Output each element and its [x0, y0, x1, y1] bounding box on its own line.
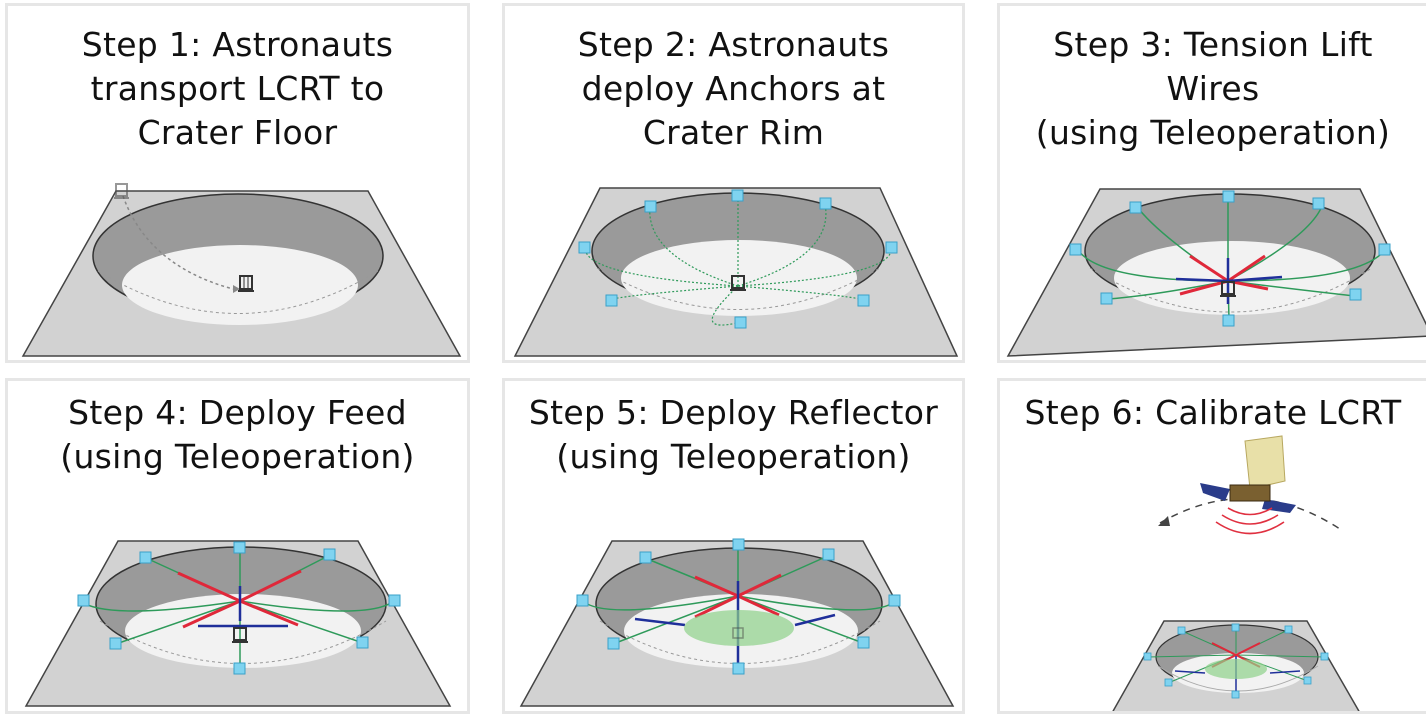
anchor-icon	[819, 197, 832, 210]
lcrt-lander-icon	[232, 627, 248, 643]
anchor-icon	[1284, 625, 1293, 634]
step-2-title-line-1: Step 2: Astronauts	[577, 25, 890, 64]
step-1-panel: Step 1: Astronauts transport LCRT to Cra…	[5, 3, 470, 363]
anchor-icon	[356, 636, 369, 649]
anchor-icon	[822, 548, 835, 561]
anchor-markers	[576, 538, 901, 675]
step-5-panel: Step 5: Deploy Reflector (using Teleoper…	[502, 378, 965, 714]
anchor-icon	[578, 241, 591, 254]
lift-wires	[1077, 199, 1386, 320]
anchor-icon	[885, 241, 898, 254]
anchor-icon	[233, 662, 246, 675]
step-1-title-line-1: Step 1: Astronauts	[81, 25, 394, 64]
step-2-title: Step 2: Astronauts deploy Anchors at Cra…	[505, 23, 962, 155]
step-3-title-line-3: (using Teleoperation)	[1035, 113, 1391, 152]
signal-waves-icon	[1215, 507, 1285, 535]
anchor-icon	[1129, 201, 1142, 214]
step-1-title-line-3: Crater Floor	[137, 113, 338, 152]
anchor-icon	[1222, 314, 1235, 327]
anchor-markers	[1069, 190, 1391, 327]
anchor-icon	[639, 551, 652, 564]
step-1-crater-diagram	[21, 183, 462, 357]
anchor-icon	[1378, 243, 1391, 256]
anchor-icon	[607, 637, 620, 650]
anchor-icon	[644, 200, 657, 213]
anchor-icon	[1069, 243, 1082, 256]
step-3-panel: Step 3: Tension Lift Wires (using Teleop…	[997, 3, 1426, 363]
step-3-title: Step 3: Tension Lift Wires (using Teleop…	[1000, 23, 1426, 155]
anchor-icon	[77, 594, 90, 607]
orbit-arrow-head	[1158, 516, 1170, 526]
step-3-title-line-1: Step 3: Tension Lift	[1053, 25, 1373, 64]
step-4-title: Step 4: Deploy Feed (using Teleoperation…	[8, 391, 467, 479]
step-5-title: Step 5: Deploy Reflector (using Teleoper…	[505, 391, 962, 479]
anchor-icon	[1231, 623, 1240, 632]
anchor-icon	[323, 548, 336, 561]
step-3-crater-diagram	[1006, 188, 1426, 357]
anchor-icon	[857, 636, 870, 649]
step-2-title-line-2: deploy Anchors at	[581, 69, 886, 108]
step-4-crater-diagram	[24, 540, 452, 707]
anchor-icon	[732, 538, 745, 551]
lift-wires	[582, 546, 896, 671]
anchor-icon	[731, 189, 744, 202]
anchor-icon	[1164, 678, 1173, 687]
step-3-title-line-2: Wires	[1166, 69, 1260, 108]
step-6-calibration-diagram	[1112, 435, 1360, 711]
anchor-icon	[233, 541, 246, 554]
arrow-head	[233, 285, 240, 293]
lcrt-lander-icon	[732, 627, 744, 639]
anchor-markers	[1143, 623, 1329, 699]
anchor-markers	[578, 189, 898, 329]
step-6-panel: Step 6: Calibrate LCRT	[997, 378, 1426, 714]
anchor-icon	[1349, 288, 1362, 301]
step-5-title-line-2: (using Teleoperation)	[556, 437, 911, 476]
anchor-icon	[1303, 676, 1312, 685]
anchor-icon	[1143, 652, 1152, 661]
anchor-markers	[77, 541, 401, 675]
step-1-title: Step 1: Astronauts transport LCRT to Cra…	[8, 23, 467, 155]
step-6-title-line-1: Step 6: Calibrate LCRT	[1024, 393, 1402, 432]
anchor-icon	[888, 594, 901, 607]
anchor-icon	[734, 316, 747, 329]
crater-floor	[125, 594, 361, 668]
anchor-icon	[857, 294, 870, 307]
anchor-icon	[109, 637, 122, 650]
dotted-tethers	[584, 198, 892, 326]
anchor-icon	[576, 594, 589, 607]
step-2-title-line-3: Crater Rim	[642, 113, 825, 152]
reflector-dish	[1205, 659, 1267, 679]
anchor-icon	[388, 594, 401, 607]
anchor-icon	[1177, 626, 1186, 635]
step-4-title-line-1: Step 4: Deploy Feed	[68, 393, 407, 432]
step-1-title-line-2: transport LCRT to	[90, 69, 385, 108]
anchor-icon	[1231, 690, 1240, 699]
anchor-icon	[1312, 197, 1325, 210]
step-6-title: Step 6: Calibrate LCRT	[1000, 391, 1426, 435]
step-4-title-line-2: (using Teleoperation)	[60, 437, 415, 476]
lcrt-lander-icon	[1220, 281, 1236, 297]
step-5-crater-diagram	[519, 538, 955, 707]
lcrt-lander-start-icon	[114, 183, 129, 199]
lcrt-lander-icon	[238, 275, 254, 292]
anchor-icon	[1100, 292, 1113, 305]
anchor-icon	[732, 662, 745, 675]
step-2-panel: Step 2: Astronauts deploy Anchors at Cra…	[502, 3, 965, 363]
anchor-icon	[1320, 652, 1329, 661]
step-4-panel: Step 4: Deploy Feed (using Teleoperation…	[5, 378, 470, 714]
step-2-crater-diagram	[513, 187, 959, 357]
anchor-icon	[1222, 190, 1235, 203]
anchor-icon	[139, 551, 152, 564]
lcrt-lander-icon	[730, 275, 746, 291]
satellite-icon	[1200, 435, 1296, 513]
anchor-icon	[605, 294, 618, 307]
step-5-title-line-1: Step 5: Deploy Reflector	[528, 393, 939, 432]
